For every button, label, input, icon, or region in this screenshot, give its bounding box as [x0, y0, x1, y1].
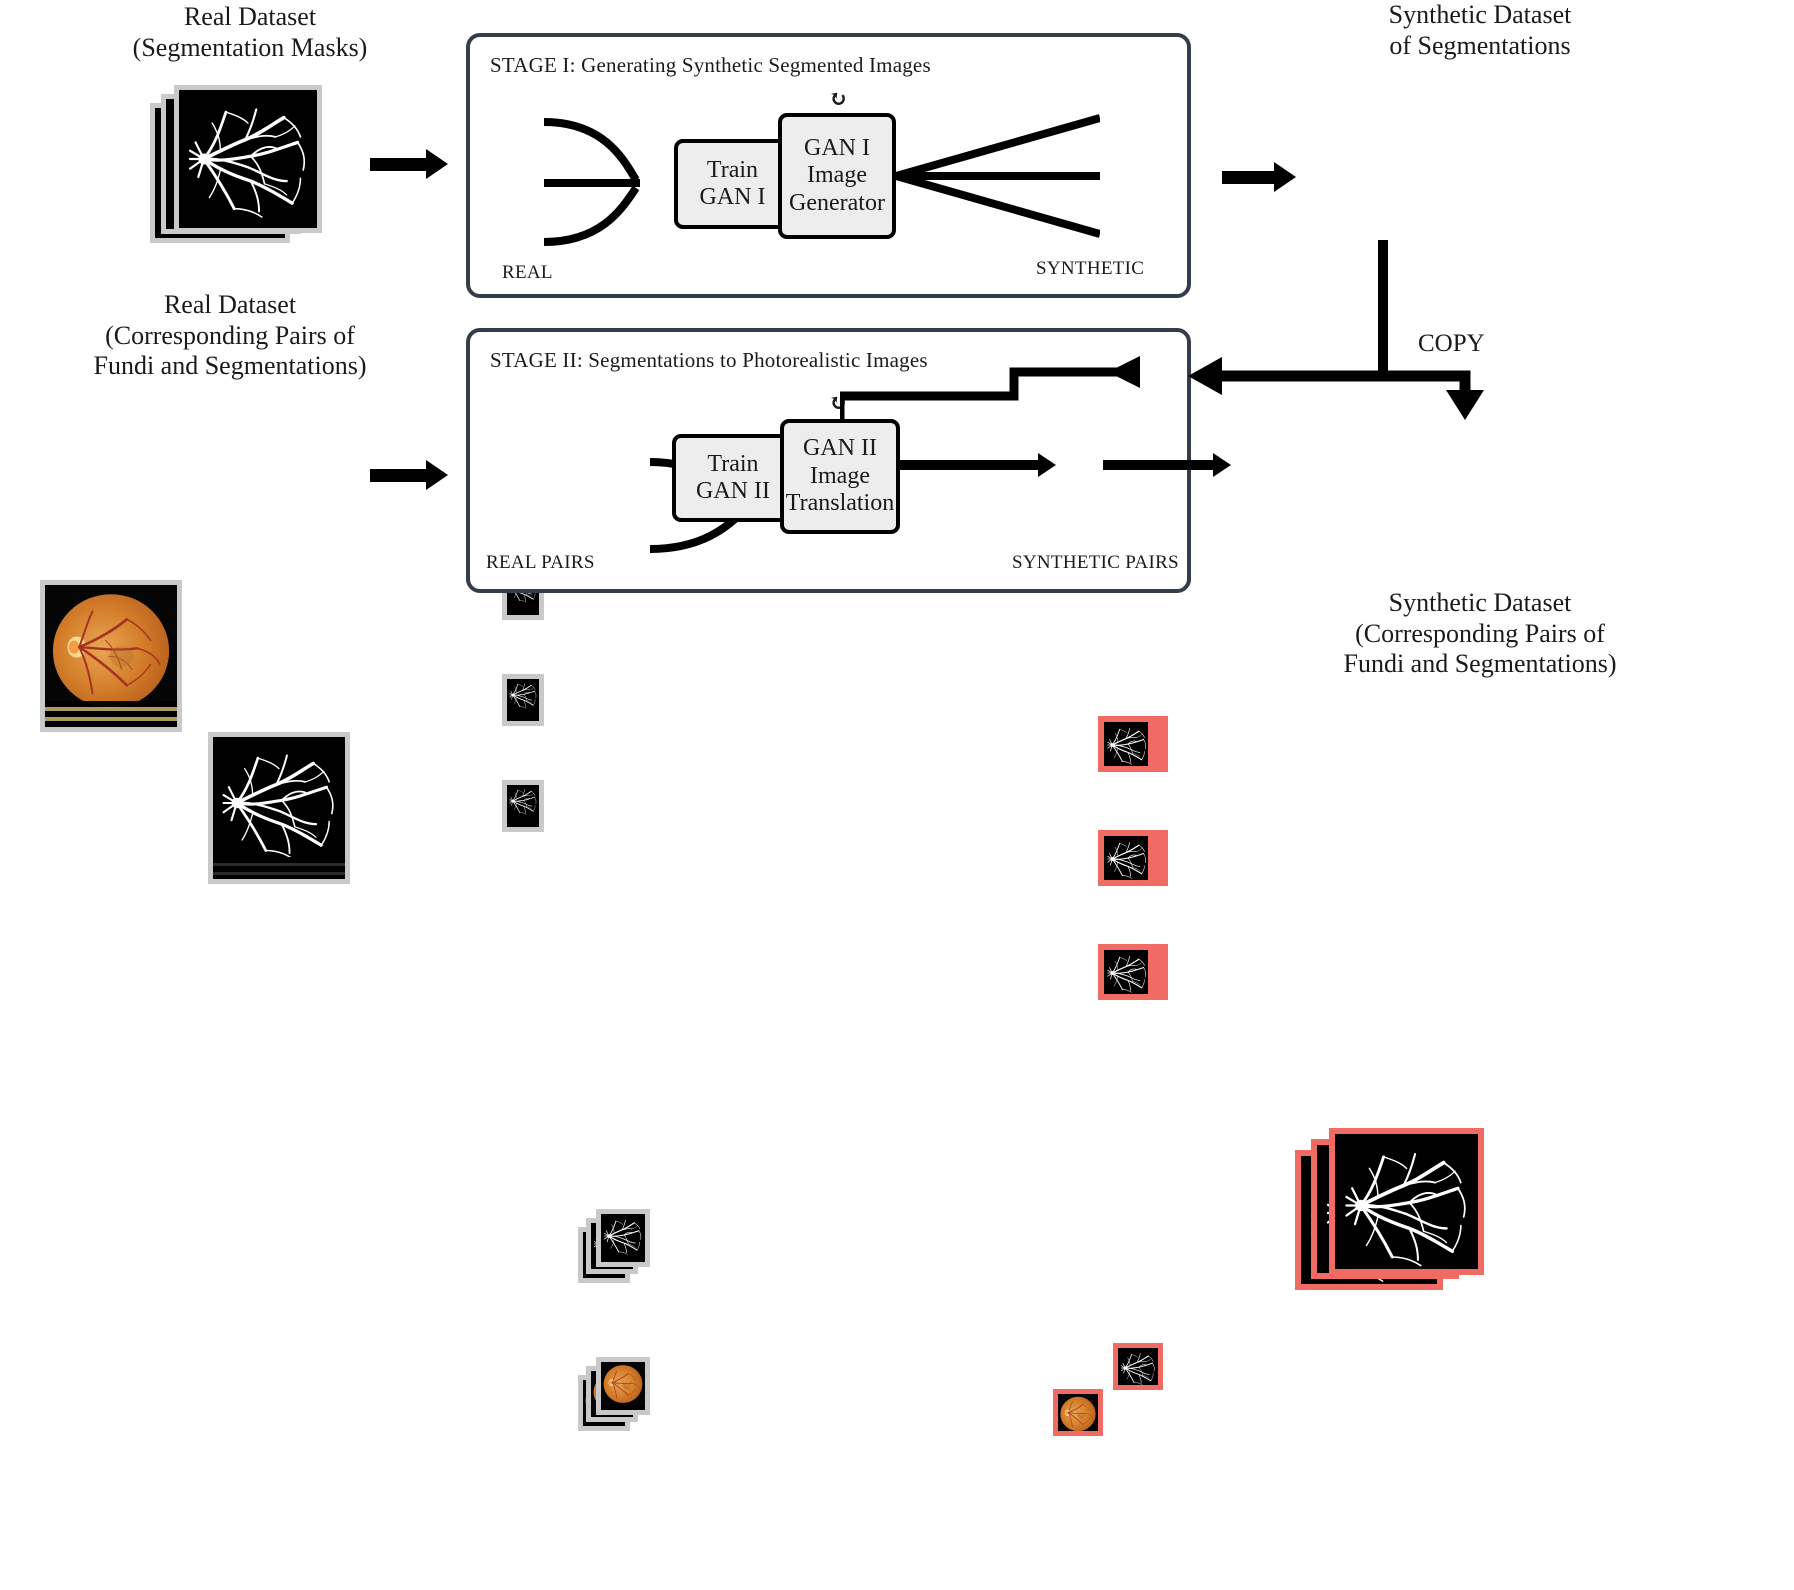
stage1-title: STAGE I: Generating Synthetic Segmented …	[490, 53, 931, 77]
copy-label: COPY	[1418, 330, 1485, 357]
arrow-real-pairs-to-stage2-shaft	[370, 469, 426, 482]
stage1-output-stack	[1098, 944, 1168, 1002]
stage1-input-tile	[502, 674, 544, 726]
stage1-recycle-icon: ↻	[829, 86, 848, 111]
stage2-input-label: REAL PAIRS	[486, 552, 595, 573]
stage2-synthetic-fundus-tile	[1053, 1389, 1103, 1436]
stage1-fan-in	[544, 118, 640, 246]
stage2-input-fundus-stack	[578, 1357, 658, 1433]
fundus-scanlines	[45, 701, 177, 727]
synthetic-segmentation-tile	[1329, 1128, 1484, 1275]
stage2-title: STAGE II: Segmentations to Photorealisti…	[490, 348, 928, 372]
stage2-input-mask-stack	[578, 1209, 658, 1285]
real-pair-mask-tile	[208, 732, 350, 884]
stage1-output-tile-shadow	[1156, 944, 1168, 1000]
stage1-input-label: REAL	[502, 262, 553, 283]
arrow-real-masks-to-stage1-head	[426, 149, 448, 179]
mask-scanlines	[213, 857, 345, 879]
stage1-output-label: SYNTHETIC	[1036, 258, 1145, 279]
stage2-input-fundus-tile	[596, 1357, 650, 1415]
stage1-output-tile-shadow	[1156, 830, 1168, 886]
real-masks-stack	[150, 85, 322, 245]
stage1-output-tile	[1098, 716, 1156, 772]
stage2-output-shaft	[898, 460, 1040, 470]
real-dataset-masks-caption: Real Dataset(Segmentation Masks)	[132, 2, 368, 62]
arrow-real-pairs-to-stage2-head	[426, 460, 448, 490]
stage2-feedback-loop	[840, 356, 1140, 420]
copy-connector	[1188, 240, 1484, 420]
stage1-input-tile	[502, 780, 544, 832]
synthetic-segmentation-stack	[1295, 1128, 1485, 1290]
real-mask-tile	[174, 85, 322, 233]
stage1-output-stack	[1098, 830, 1168, 888]
stage2-output-label: SYNTHETIC PAIRS	[1012, 552, 1179, 573]
stage1-fan-out	[896, 114, 1100, 238]
arrow-real-masks-to-stage1-shaft	[370, 158, 426, 171]
stage2-input-mask-tile	[596, 1209, 650, 1267]
arrow-stage2-to-syntheticpairs-shaft	[1103, 460, 1215, 470]
arrow-stage2-to-syntheticpairs-head	[1213, 453, 1231, 477]
stage2-synthetic-mask-tile	[1113, 1343, 1163, 1390]
stage2-output-head	[1038, 453, 1056, 477]
stage1-output-stack	[1098, 716, 1168, 774]
real-pair-fundus-tile	[40, 580, 182, 732]
stage1-output-tile-shadow	[1156, 716, 1168, 772]
arrow-stage1-to-syntheticseg-shaft	[1222, 171, 1274, 184]
synthetic-pairs-caption: Synthetic Dataset(Corresponding Pairs of…	[1343, 588, 1617, 679]
arrow-stage1-to-syntheticseg-head	[1274, 162, 1296, 192]
